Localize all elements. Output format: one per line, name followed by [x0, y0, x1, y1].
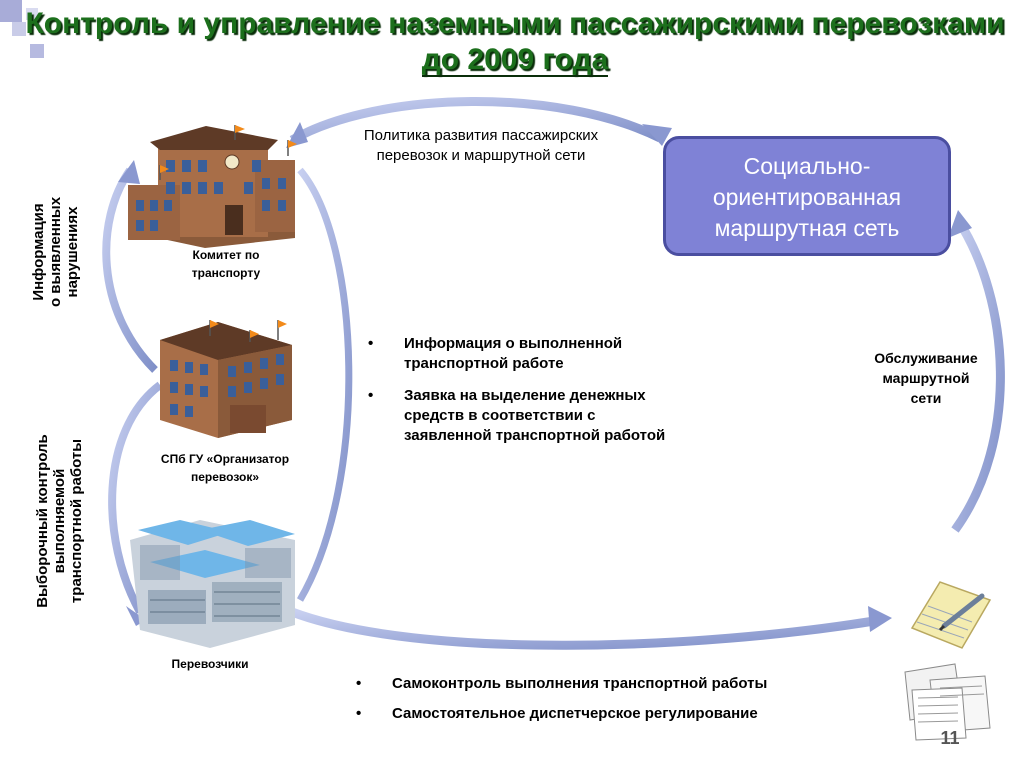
corner-square — [0, 0, 22, 22]
arrow-head — [118, 160, 140, 184]
carriers-label: Перевозчики — [171, 657, 249, 671]
title-line-2: до 2009 года — [421, 43, 609, 77]
corner-square — [12, 22, 26, 36]
arrow-bottom — [290, 607, 881, 650]
bottom-bullet-list: •Самоконтроль выполнения транспортной ра… — [356, 674, 872, 724]
page-title: Контроль и управление наземными пассажир… — [20, 6, 1010, 78]
arrow-left-bottom — [108, 381, 163, 614]
arrow-head — [286, 122, 308, 148]
list-item: •Самоконтроль выполнения транспортной ра… — [356, 675, 768, 692]
arrow-center — [296, 167, 353, 602]
arrow-head — [642, 124, 672, 146]
arrow-service — [951, 217, 1005, 533]
title-line-1: Контроль и управление наземными пассажир… — [25, 7, 1005, 40]
arrow-head — [948, 210, 972, 238]
corner-square — [26, 8, 38, 20]
page-number: 11 — [940, 728, 960, 748]
list-item: •Самостоятельное диспетчерское регулиров… — [356, 705, 758, 722]
social-network-box: Социально- ориентированная маршрутная се… — [663, 136, 951, 256]
arrow-policy — [289, 97, 663, 144]
arrow-head — [868, 606, 892, 632]
corner-square — [30, 44, 44, 58]
arrow-left-top — [102, 167, 158, 373]
